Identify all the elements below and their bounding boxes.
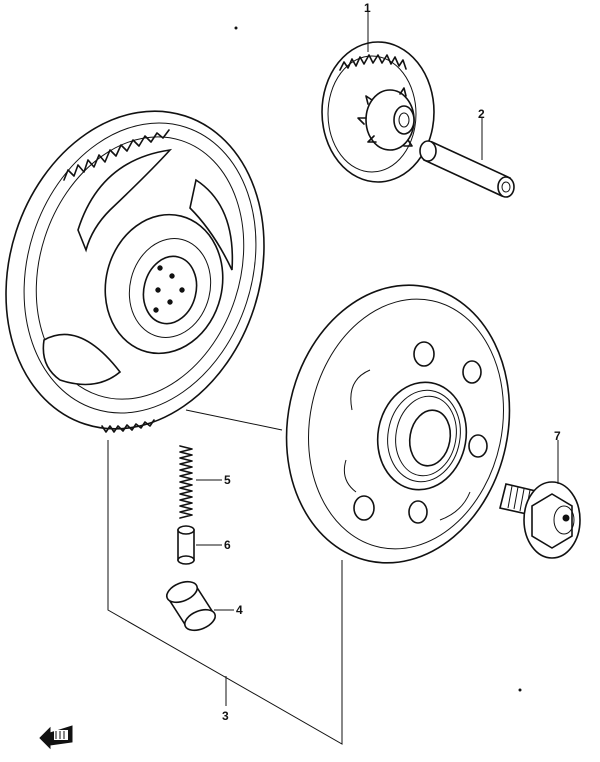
callout-5: 5 xyxy=(224,473,231,487)
roller-part-4 xyxy=(165,580,217,632)
front-direction-arrow-icon xyxy=(39,725,73,750)
callout-1: 1 xyxy=(364,1,371,15)
assembly-bracket xyxy=(107,409,343,745)
starter-driven-gear xyxy=(5,110,265,433)
callout-6: 6 xyxy=(224,538,231,552)
bolt-part-7 xyxy=(499,481,581,559)
idle-gear-part-1 xyxy=(321,41,435,183)
callout-2: 2 xyxy=(478,107,485,121)
callout-4: 4 xyxy=(236,603,243,617)
shaft-part-2 xyxy=(419,140,515,198)
starter-clutch-body xyxy=(285,284,511,564)
spring-part-5 xyxy=(179,445,193,519)
plunger-part-6 xyxy=(177,525,195,565)
callout-3: 3 xyxy=(222,709,229,723)
callout-7: 7 xyxy=(554,429,561,443)
